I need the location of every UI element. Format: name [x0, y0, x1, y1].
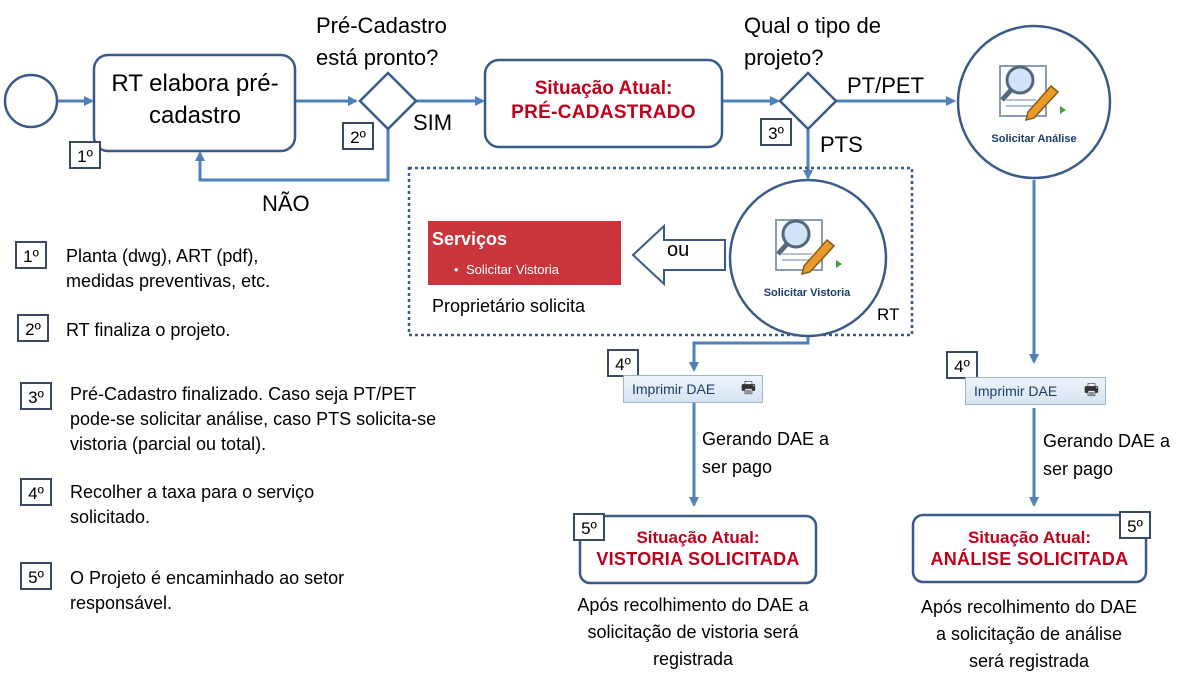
status-value: PRÉ-CADASTRADO: [511, 102, 696, 123]
servicos-title: Serviços: [432, 229, 508, 249]
start-event: [3, 73, 59, 129]
printer-icon: 🖶: [1083, 382, 1099, 399]
ou-arrow: [631, 223, 726, 287]
magnifier-pencil-icon: [775, 219, 842, 276]
ou-label: ou: [667, 239, 690, 261]
imprimir-dae-right-button[interactable]: Imprimir DAE 🖶: [965, 377, 1106, 405]
legend-step-badge: 5º: [20, 562, 52, 590]
decision-ready-question: Pré-Cadastro está pronto?: [316, 13, 447, 70]
step-2-badge: 2º: [342, 122, 374, 150]
legend-text: Recolher a taxa para o serviço solicitad…: [70, 482, 315, 527]
caption-analise: Após recolhimento do DAE a solicitação d…: [920, 597, 1138, 671]
status-precadastrado: Situação Atual: PRÉ-CADASTRADO: [488, 77, 719, 125]
status-value: ANÁLISE SOLICITADA: [930, 549, 1129, 569]
pt-pet-label: PT/PET: [847, 73, 925, 98]
status-value: VISTORIA SOLICITADA: [596, 549, 800, 569]
proprietario-label: Proprietário solicita: [432, 296, 586, 316]
legend-text: Planta (dwg), ART (pdf), medidas prevent…: [66, 246, 271, 291]
printer-icon: 🖶: [740, 380, 756, 397]
imprimir-dae-right-label: Imprimir DAE: [974, 383, 1058, 399]
legend-text: O Projeto é encaminhado ao setor respons…: [70, 568, 345, 613]
rt-label: RT: [877, 305, 900, 324]
gerando-right-label: Gerando DAE a ser pago: [1043, 431, 1171, 479]
step-5-right-badge: 5º: [1119, 511, 1151, 539]
pts-label: PTS: [820, 132, 863, 157]
status-title: Situação Atual:: [967, 528, 1092, 547]
status-vistoria-box: [578, 514, 818, 585]
magnifier-pencil-icon: [999, 65, 1066, 122]
gerando-left-label: Gerando DAE a ser pago: [702, 429, 830, 477]
step-5-left-badge: 5º: [573, 513, 605, 541]
legend-step-badge: 3º: [20, 382, 52, 410]
decision-type-question: Qual o tipo de projeto?: [744, 13, 881, 70]
yes-label: SIM: [413, 110, 453, 135]
status-analise-box: [911, 513, 1148, 584]
status-precadastrado-box: [483, 58, 724, 149]
caption-vistoria: Após recolhimento do DAE a solicitação d…: [577, 595, 809, 669]
step-4-left-badge: 4º: [607, 349, 639, 377]
rt-task-box: [92, 53, 297, 153]
servicos-menu-item[interactable]: • Solicitar Vistoria: [428, 250, 621, 277]
imprimir-dae-left-label: Imprimir DAE: [632, 381, 716, 397]
decision-project-type: [778, 71, 838, 131]
rt-task-label: RT elabora pré-cadastro: [111, 70, 279, 129]
solicitar-vistoria-button[interactable]: Solicitar Vistoria: [763, 287, 851, 299]
status-title: Situação Atual:: [636, 528, 760, 547]
no-label: NÃO: [262, 191, 310, 216]
legend-text: RT finaliza o projeto.: [66, 320, 231, 340]
legend-text: Pré-Cadastro finalizado. Caso seja PT/PE…: [70, 384, 437, 454]
step-3-badge: 3º: [760, 118, 792, 146]
status-title: Situação Atual:: [534, 78, 673, 99]
decision-ready: [358, 71, 418, 131]
solicitar-analise-button[interactable]: Solicitar Análise: [991, 133, 1077, 145]
vistoria-options-group: [407, 166, 914, 337]
status-vistoria: Situação Atual: VISTORIA SOLICITADA: [582, 528, 814, 570]
servicos-item-label: Solicitar Vistoria: [466, 262, 559, 277]
step-4-right-badge: 4º: [946, 351, 978, 379]
legend-step-badge: 2º: [17, 314, 49, 342]
imprimir-dae-left-button[interactable]: Imprimir DAE 🖶: [623, 375, 763, 403]
legend-step-badge: 4º: [20, 478, 52, 506]
legend-step-badge: 1º: [15, 241, 47, 269]
status-analise: Situação Atual: ANÁLISE SOLICITADA: [915, 528, 1144, 570]
servicos-panel: Serviços • Solicitar Vistoria: [428, 221, 621, 285]
bullet-icon: •: [454, 262, 459, 277]
step-1-badge: 1º: [69, 141, 101, 169]
